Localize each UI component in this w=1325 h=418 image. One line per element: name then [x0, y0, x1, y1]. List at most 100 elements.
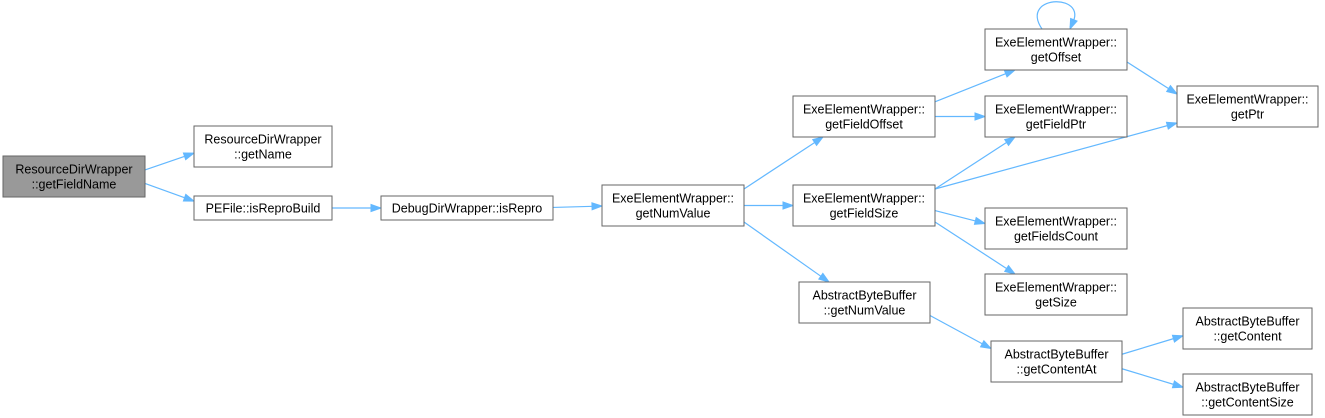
node-box	[984, 207, 1128, 250]
edge-n-pefile-isreprobuild-to-n-debugdir-isrepro	[332, 203, 383, 213]
node-label: ::getContentSize	[1201, 396, 1293, 410]
node-label: getFieldsCount	[1014, 230, 1099, 244]
edge-n-exe-getnumvalue-to-n-exe-getfieldsize	[744, 201, 795, 210]
edge-arrowhead	[1171, 380, 1185, 389]
nodes-layer: ResourceDirWrapper::getFieldName Resource…	[2, 28, 1319, 416]
edge-arrowhead	[1003, 136, 1017, 147]
edge-line	[934, 141, 1008, 190]
edge-line	[934, 72, 1007, 103]
edge-line	[144, 182, 186, 199]
edge-n-exe-getfieldsize-to-n-exe-getfieldscount	[934, 209, 987, 225]
node-n-abb-getcontent[interactable]: AbstractByteBuffer::getContent	[1182, 307, 1313, 350]
node-label: DebugDirWrapper::isRepro	[392, 202, 543, 216]
edge-arrowhead	[1069, 17, 1078, 31]
node-label: ExeElementWrapper::	[995, 103, 1117, 117]
node-n-exe-getfieldoffset[interactable]: ExeElementWrapper::getFieldOffset	[792, 95, 936, 138]
edge-arrowhead	[1003, 69, 1017, 78]
node-n-abb-getcontentat[interactable]: AbstractByteBuffer::getContentAt	[990, 340, 1123, 383]
edge-n-exe-getfieldoffset-to-n-exe-getfieldptr	[935, 112, 987, 121]
edge-n-debugdir-isrepro-to-n-exe-getnumvalue	[552, 202, 604, 211]
node-box	[1182, 373, 1313, 416]
edge-arrowhead	[817, 272, 831, 283]
node-label: ExeElementWrapper::	[995, 36, 1117, 50]
node-label: getPtr	[1231, 108, 1264, 122]
edge-n-exe-getfieldsize-to-n-exe-getfieldptr	[934, 136, 1017, 190]
node-box	[2, 155, 146, 198]
edge-n-abb-getcontentat-to-n-abb-getcontent	[1121, 334, 1185, 355]
node-n-exe-getfieldptr[interactable]: ExeElementWrapper::getFieldPtr	[984, 95, 1128, 138]
edge-line	[929, 314, 984, 345]
edge-line	[1121, 337, 1175, 355]
node-label: ::getContentAt	[1017, 363, 1097, 377]
edge-line	[743, 221, 822, 278]
node-n-exe-getoffset[interactable]: ExeElementWrapper::getOffset	[984, 28, 1128, 71]
edge-n-abb-getcontentat-to-n-abb-getcontentsize	[1121, 368, 1185, 389]
edge-n-exe-getoffset-to-n-exe-getptr	[1126, 61, 1179, 95]
edge-arrowhead	[1003, 264, 1017, 275]
node-box	[798, 281, 931, 324]
edge-line	[1036, 1, 1076, 30]
node-label: ExeElementWrapper::	[1186, 93, 1308, 107]
edge-line	[1121, 368, 1175, 386]
edge-line	[934, 124, 1169, 190]
node-label: AbstractByteBuffer	[1005, 348, 1109, 362]
edge-line	[1126, 61, 1170, 90]
node-label: getFieldOffset	[825, 118, 903, 132]
edge-line	[552, 205, 594, 209]
node-n-exe-getfieldscount[interactable]: ExeElementWrapper::getFieldsCount	[984, 207, 1128, 250]
node-label: PEFile::isReproBuild	[206, 202, 321, 216]
node-label: ExeElementWrapper::	[612, 192, 734, 206]
edge-arrowhead	[591, 202, 604, 211]
node-box	[990, 340, 1123, 383]
node-label: AbstractByteBuffer	[1196, 315, 1300, 329]
edges-layer	[144, 1, 1185, 389]
edge-arrowhead	[782, 201, 795, 210]
edge-n-abb-getnumvalue-to-n-abb-getcontentat	[929, 314, 993, 350]
node-box	[984, 28, 1128, 71]
node-label: ::getFieldName	[32, 178, 117, 192]
node-n-abb-getcontentsize[interactable]: AbstractByteBuffer::getContentSize	[1182, 373, 1313, 416]
node-n-pefile-isreprobuild[interactable]: PEFile::isReproBuild	[193, 195, 333, 221]
node-n-resdir-getname[interactable]: ResourceDirWrapper::getName	[193, 125, 333, 168]
node-box	[601, 184, 745, 227]
edge-n-exe-getfieldsize-to-n-exe-getptr	[934, 121, 1179, 190]
edge-arrowhead	[1165, 84, 1179, 95]
edge-n-exe-getnumvalue-to-n-abb-getnumvalue	[743, 221, 831, 283]
edge-arrowhead	[973, 216, 987, 225]
node-box	[193, 125, 333, 168]
node-label: getSize	[1035, 296, 1077, 310]
node-n-exe-getptr[interactable]: ExeElementWrapper::getPtr	[1176, 85, 1319, 128]
node-n-exe-getfieldsize[interactable]: ExeElementWrapper::getFieldSize	[792, 184, 936, 227]
node-box	[984, 95, 1128, 138]
node-n-exe-getsize[interactable]: ExeElementWrapper::getSize	[984, 273, 1128, 316]
edge-arrowhead	[182, 152, 196, 161]
node-box	[380, 195, 554, 221]
edge-arrowhead	[1171, 334, 1185, 343]
node-label: ExeElementWrapper::	[995, 215, 1117, 229]
node-box	[984, 273, 1128, 316]
edge-arrowhead	[182, 193, 196, 202]
node-n-debugdir-isrepro[interactable]: DebugDirWrapper::isRepro	[380, 195, 554, 221]
node-label: getOffset	[1031, 51, 1082, 65]
node-box	[1182, 307, 1313, 350]
edge-n-resdir-getfieldname-to-n-pefile-isreprobuild	[144, 182, 196, 202]
edge-n-resdir-getfieldname-to-n-resdir-getname	[144, 152, 196, 171]
node-n-abb-getnumvalue[interactable]: AbstractByteBuffer::getNumValue	[798, 281, 931, 324]
node-box	[792, 95, 936, 138]
edge-arrowhead	[974, 112, 987, 121]
node-box	[792, 184, 936, 227]
node-n-resdir-getfieldname[interactable]: ResourceDirWrapper::getFieldName	[2, 155, 146, 198]
node-label: ::getContent	[1213, 330, 1282, 344]
edge-arrowhead	[1165, 121, 1179, 130]
edge-line	[743, 141, 816, 190]
edge-line	[144, 155, 186, 171]
node-box	[193, 195, 333, 221]
node-n-exe-getnumvalue[interactable]: ExeElementWrapper::getNumValue	[601, 184, 745, 227]
edge-line	[934, 221, 1008, 270]
node-label: ExeElementWrapper::	[803, 103, 925, 117]
node-label: ExeElementWrapper::	[995, 281, 1117, 295]
node-label: AbstractByteBuffer	[813, 289, 917, 303]
edge-n-exe-getoffset-to-n-exe-getoffset	[1036, 1, 1078, 31]
node-label: getNumValue	[636, 207, 711, 221]
